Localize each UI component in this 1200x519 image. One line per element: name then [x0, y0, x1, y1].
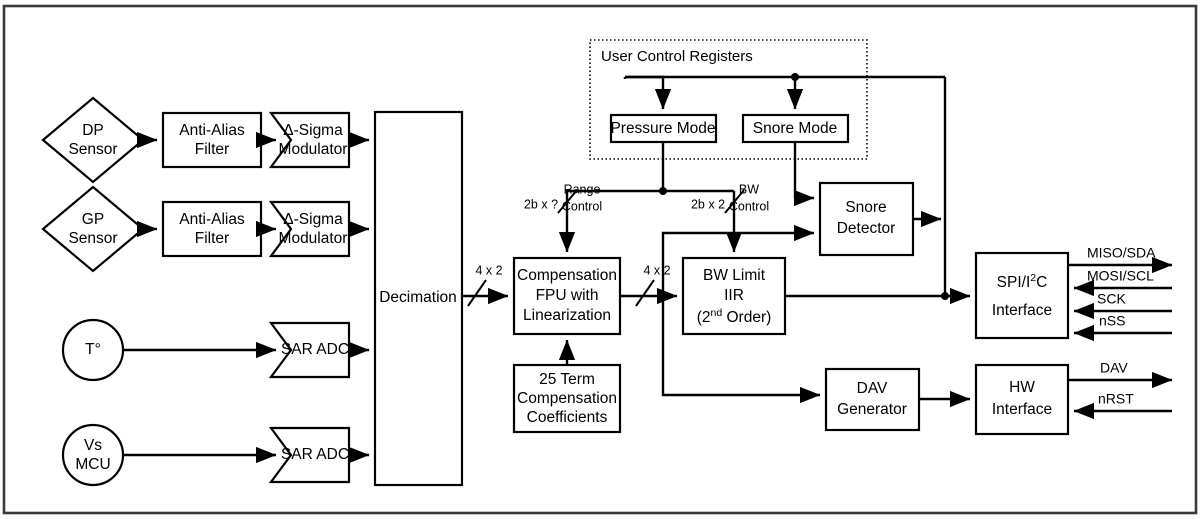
bus-label-decimation-out: 4 x 2: [475, 263, 502, 277]
bw-control-label-line1: BW: [739, 182, 759, 196]
coefficients-line2: Compensation: [517, 390, 617, 407]
io-label-mosi-scl: MOSI/SCL: [1087, 268, 1154, 284]
pressure-mode-label: Pressure Mode: [610, 120, 715, 137]
sar-adc-1-label: SAR ADC: [281, 341, 349, 358]
bus-slash-range-control: [557, 189, 578, 214]
wire-compensation-to-snore-detector: [661, 224, 815, 296]
temp-sensor-label: T°: [85, 341, 101, 358]
compensation-fpu-line1: Compensation: [517, 267, 617, 284]
snore-detector-line1: Snore: [845, 199, 886, 216]
vs-mcu-label-line1: Vs: [84, 437, 102, 454]
coefficients-line1: 25 Term: [539, 371, 595, 388]
anti-alias-filter-2-line1: Anti-Alias: [179, 211, 245, 228]
bus-label-range-control: 2b x ?: [524, 197, 558, 211]
dav-generator-line1: DAV: [857, 380, 888, 397]
wire-compensation-to-dav-generator: [661, 296, 821, 404]
anti-alias-filter-2: [161, 200, 263, 258]
vs-mcu-shape: [61, 423, 125, 487]
decimation-block: [373, 110, 464, 487]
anti-alias-filter-1-line1: Anti-Alias: [179, 122, 245, 139]
decimation-label: Decimation: [379, 289, 457, 306]
pressure-mode-register[interactable]: [609, 113, 718, 144]
bus-slash-decimation-out: [467, 279, 487, 307]
delta-sigma-modulator-2-line1: Δ-Sigma: [283, 211, 343, 228]
bw-limit-line1: BW Limit: [703, 267, 766, 284]
bus-slash-bw-control: [724, 189, 745, 214]
sar-adc-1: [268, 321, 351, 379]
delta-sigma-modulator-1-line1: Δ-Sigma: [283, 122, 343, 139]
wire-range-control-to-compensation: [558, 189, 663, 253]
delta-sigma-modulator-1: [268, 111, 351, 169]
anti-alias-filter-1: [161, 111, 263, 169]
dp-sensor-label-line2: Sensor: [68, 141, 117, 158]
junction-spi-input: [941, 292, 949, 300]
io-label-nrst: nRST: [1098, 391, 1134, 407]
dav-generator-line2: Generator: [837, 401, 907, 418]
dp-sensor-shape: [41, 96, 145, 184]
bus-slash-compensation-out: [635, 279, 655, 307]
hw-interface-block: [974, 363, 1070, 436]
spi-interface-line1: SPI/I2C: [997, 272, 1048, 291]
io-label-sck: SCK: [1097, 291, 1126, 307]
anti-alias-filter-1-line2: Filter: [195, 141, 229, 158]
compensation-coefficients-block: [512, 363, 622, 434]
coefficients-line3: Coefficients: [527, 409, 608, 426]
dp-sensor-label-line1: DP: [82, 122, 104, 139]
bus-label-compensation-out: 4 x 2: [643, 263, 670, 277]
bw-limit-iir-block: [681, 256, 787, 336]
io-label-dav: DAV: [1100, 360, 1128, 376]
outer-frame: [2, 4, 1198, 515]
range-control-label-line1: Range: [564, 182, 601, 196]
bw-limit-line3-post: Order): [722, 309, 771, 326]
wire-bus-to-pressure-mode: [625, 75, 672, 110]
snore-detector-block: [818, 181, 915, 257]
snore-detector-line2: Detector: [837, 220, 896, 237]
dav-generator-block: [824, 367, 921, 432]
spi-interface-line2: Interface: [992, 302, 1052, 319]
delta-sigma-modulator-2-line2: Modulator: [279, 230, 348, 247]
bw-limit-line3: (2nd Order): [697, 307, 772, 326]
spi-interface-line1-pre: SPI/I: [997, 274, 1031, 291]
compensation-fpu-line2: FPU with: [536, 287, 599, 304]
spi-interface-line1-sup: 2: [1030, 272, 1036, 284]
hw-interface-line1: HW: [1009, 379, 1035, 396]
delta-sigma-modulator-2: [268, 200, 351, 258]
io-label-nss: nSS: [1099, 313, 1125, 329]
user-control-registers-group: [589, 39, 868, 160]
spi-interface-line1-post: C: [1036, 274, 1047, 291]
delta-sigma-modulator-1-line2: Modulator: [279, 141, 348, 158]
bw-limit-line3-pre: (2: [697, 309, 711, 326]
bw-control-label-line2: Control: [729, 199, 769, 213]
compensation-fpu-block: [512, 256, 622, 336]
sar-adc-2: [268, 426, 351, 484]
bw-limit-line2: IIR: [724, 287, 744, 304]
gp-sensor-shape: [41, 185, 145, 273]
spi-i2c-interface-block: [974, 251, 1070, 340]
hw-interface-line2: Interface: [992, 401, 1052, 418]
anti-alias-filter-2-line2: Filter: [195, 230, 229, 247]
snore-mode-label: Snore Mode: [753, 120, 837, 137]
compensation-fpu-line3: Linearization: [523, 307, 611, 324]
gp-sensor-label-line2: Sensor: [68, 230, 117, 247]
sar-adc-2-label: SAR ADC: [281, 446, 349, 463]
gp-sensor-label-line1: GP: [82, 211, 104, 228]
bus-label-bw-control: 2b x 2: [691, 197, 725, 211]
bw-limit-line3-sup: nd: [711, 307, 723, 319]
io-label-miso-sda: MISO/SDA: [1087, 245, 1156, 261]
range-control-label-line2: Control: [562, 199, 602, 213]
vs-mcu-label-line2: MCU: [75, 456, 110, 473]
user-control-registers-title: User Control Registers: [601, 48, 753, 65]
